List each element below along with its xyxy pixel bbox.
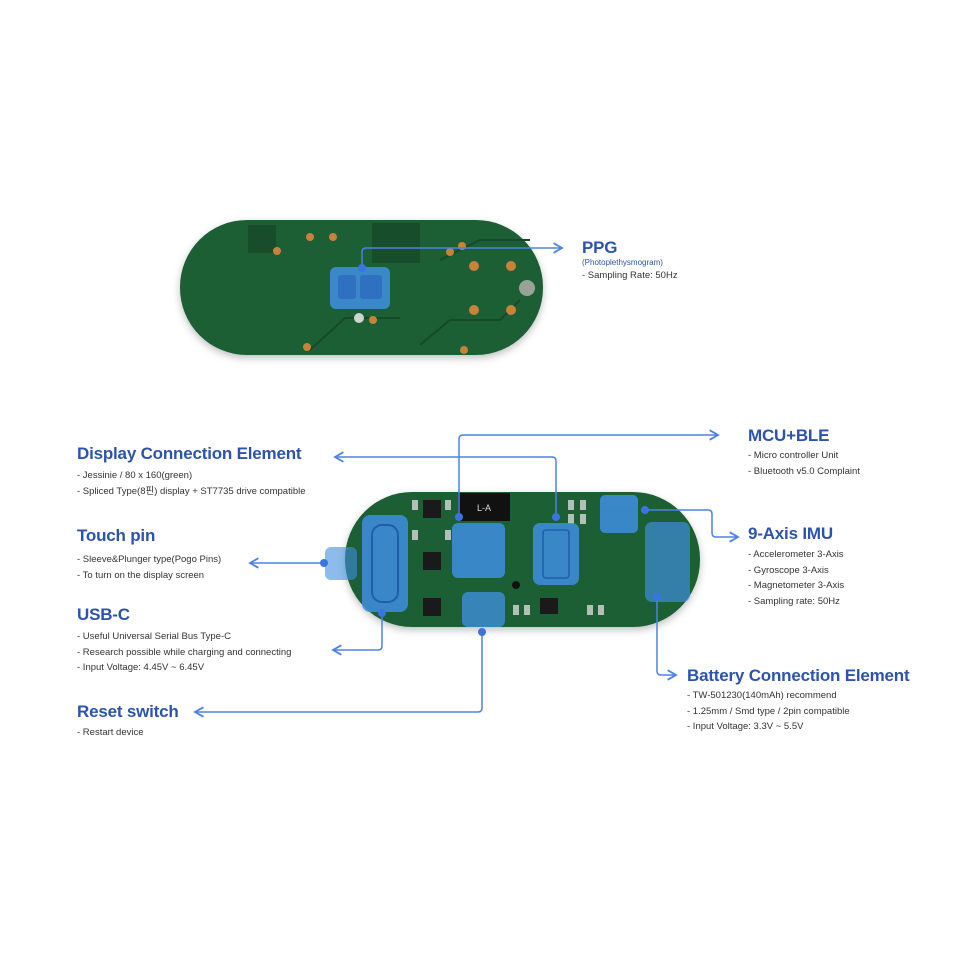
- usbc-line: - Useful Universal Serial Bus Type-C: [77, 631, 231, 642]
- battery-title: Battery Connection Element: [687, 666, 910, 685]
- reset-leader: [193, 632, 483, 718]
- mcu-callout: MCU+BLE - Micro controller Unit - Blueto…: [748, 426, 860, 479]
- ppg-callout: PPG (Photoplethysmogram) - Sampling Rate…: [582, 238, 678, 284]
- leader-lines: [193, 242, 740, 718]
- battery-leader: [656, 597, 678, 681]
- mcu-highlight: [452, 523, 505, 578]
- usbc-callout: USB-C - Useful Universal Serial Bus Type…: [77, 605, 291, 676]
- battery-line: - TW-501230(140mAh) recommend: [687, 690, 837, 701]
- battery-connector-highlight: [645, 522, 690, 602]
- ppg-line: - Sampling Rate: 50Hz: [582, 270, 678, 281]
- reset-callout: Reset switch - Restart device: [77, 702, 179, 741]
- battery-line: - Input Voltage: 3.3V ~ 5.5V: [687, 721, 804, 732]
- usbc-title: USB-C: [77, 605, 130, 624]
- display-line: - Spliced Type(8핀) display + ST7735 driv…: [77, 485, 306, 497]
- reset-line: - Restart device: [77, 727, 144, 738]
- mcu-leader: [458, 429, 720, 517]
- touch-pin-line: - Sleeve&Plunger type(Pogo Pins): [77, 554, 222, 565]
- ppg-title: PPG: [582, 238, 618, 257]
- display-connector-highlight: [533, 523, 579, 585]
- display-leader: [333, 451, 557, 517]
- touch-pin-highlight: [325, 547, 357, 580]
- imu-line: - Magnetometer 3-Axis: [748, 580, 845, 591]
- imu-line: - Sampling rate: 50Hz: [748, 595, 840, 607]
- touch-pin-title: Touch pin: [77, 526, 156, 545]
- imu-highlight: [600, 495, 638, 533]
- reset-title: Reset switch: [77, 702, 179, 721]
- touch-pin-callout: Touch pin - Sleeve&Plunger type(Pogo Pin…: [77, 526, 221, 583]
- imu-leader: [645, 509, 740, 543]
- touch-pin-line: - To turn on the display screen: [77, 569, 205, 581]
- oled-marking-chip: [458, 493, 510, 521]
- display-title: Display Connection Element: [77, 444, 302, 463]
- ppg-subtitle: (Photoplethysmogram): [582, 258, 663, 267]
- mcu-title: MCU+BLE: [748, 426, 830, 445]
- reset-switch-highlight: [462, 592, 505, 627]
- battery-line: - 1.25mm / Smd type / 2pin compatible: [687, 705, 850, 717]
- imu-line: - Gyroscope 3-Axis: [748, 564, 829, 576]
- display-line: - Jessinie / 80 x 160(green): [77, 470, 193, 481]
- ppg-leader: [361, 242, 564, 268]
- mcu-line: - Micro controller Unit: [748, 450, 839, 461]
- usbc-leader: [331, 613, 383, 656]
- board-marking-text: L-A: [477, 503, 491, 513]
- usb-c-highlight: [362, 515, 408, 612]
- mcu-line: - Bluetooth v5.0 Complaint: [748, 465, 860, 477]
- imu-callout: 9-Axis IMU - Accelerometer 3-Axis - Gyro…: [748, 524, 844, 609]
- imu-title: 9-Axis IMU: [748, 524, 833, 543]
- usbc-line: - Research possible while charging and c…: [77, 646, 292, 658]
- imu-line: - Accelerometer 3-Axis: [748, 549, 844, 560]
- battery-callout: Battery Connection Element - TW-501230(1…: [687, 666, 910, 735]
- usbc-line: - Input Voltage: 4.45V ~ 6.45V: [77, 662, 205, 673]
- display-callout: Display Connection Element - Jessinie / …: [77, 444, 306, 499]
